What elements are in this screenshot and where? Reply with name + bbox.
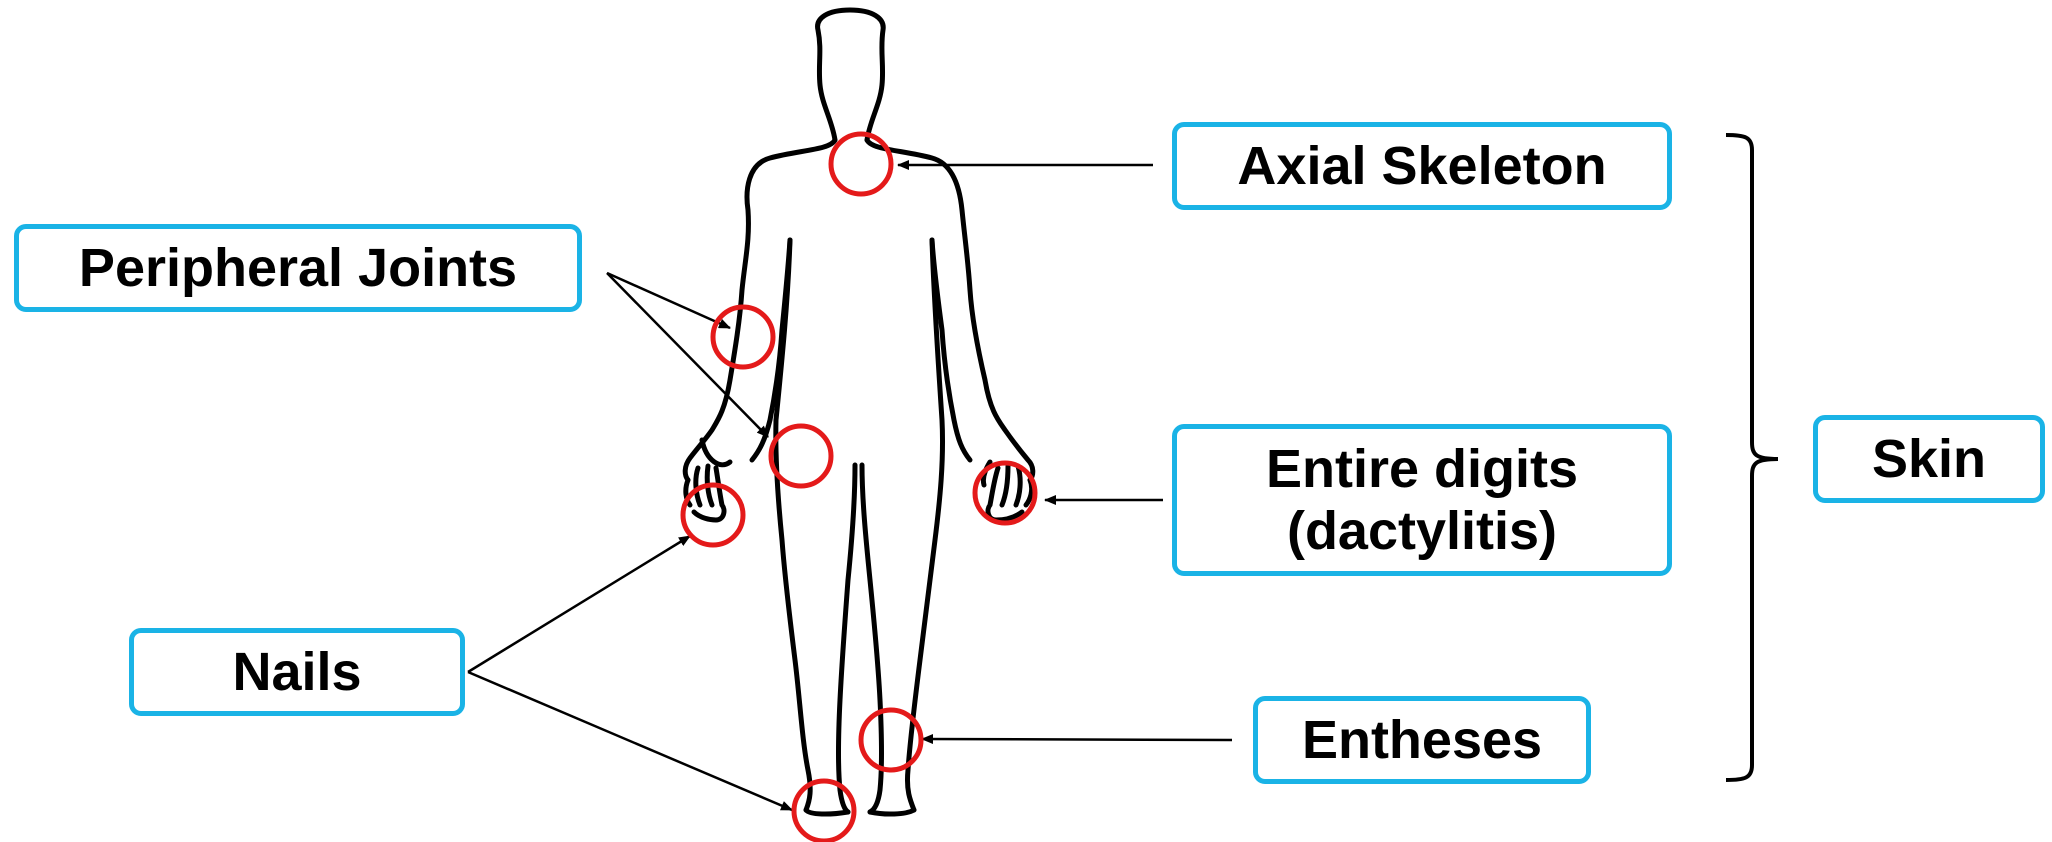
axial-skeleton-box: Axial Skeleton <box>1172 122 1672 210</box>
dactylitis-label: (dactylitis) <box>1287 500 1557 562</box>
arrow-nails-foot <box>468 672 792 810</box>
axial-skeleton-label: Axial Skeleton <box>1237 135 1606 197</box>
arrow-peripheral-upper <box>607 273 730 328</box>
peripheral-joints-box: Peripheral Joints <box>14 224 582 312</box>
marker-hip <box>771 426 831 486</box>
marker-neck <box>831 134 891 194</box>
right-torso-leg <box>907 240 942 810</box>
nails-box: Nails <box>129 628 465 716</box>
nails-label: Nails <box>232 641 361 703</box>
feet-outline <box>806 810 914 814</box>
entire-digits-box: Entire digits (dactylitis) <box>1172 424 1672 576</box>
arrow-nails-hand <box>468 536 690 672</box>
skin-label: Skin <box>1872 428 1986 490</box>
peripheral-joints-label: Peripheral Joints <box>79 237 517 299</box>
skin-box: Skin <box>1813 415 2045 503</box>
head-outline <box>818 10 884 140</box>
entheses-box: Entheses <box>1253 696 1591 784</box>
arrows <box>468 165 1232 810</box>
skin-bracket <box>1726 135 1778 780</box>
human-body-outline <box>685 10 1033 814</box>
left-inner-leg <box>839 465 856 812</box>
arrow-entheses <box>922 739 1232 740</box>
marker-left-hand <box>683 485 743 545</box>
joint-markers <box>683 134 1035 841</box>
entire-digits-label: Entire digits <box>1266 438 1578 500</box>
entheses-label: Entheses <box>1302 709 1542 771</box>
marker-elbow <box>713 307 773 367</box>
right-body-outline <box>867 140 1033 480</box>
